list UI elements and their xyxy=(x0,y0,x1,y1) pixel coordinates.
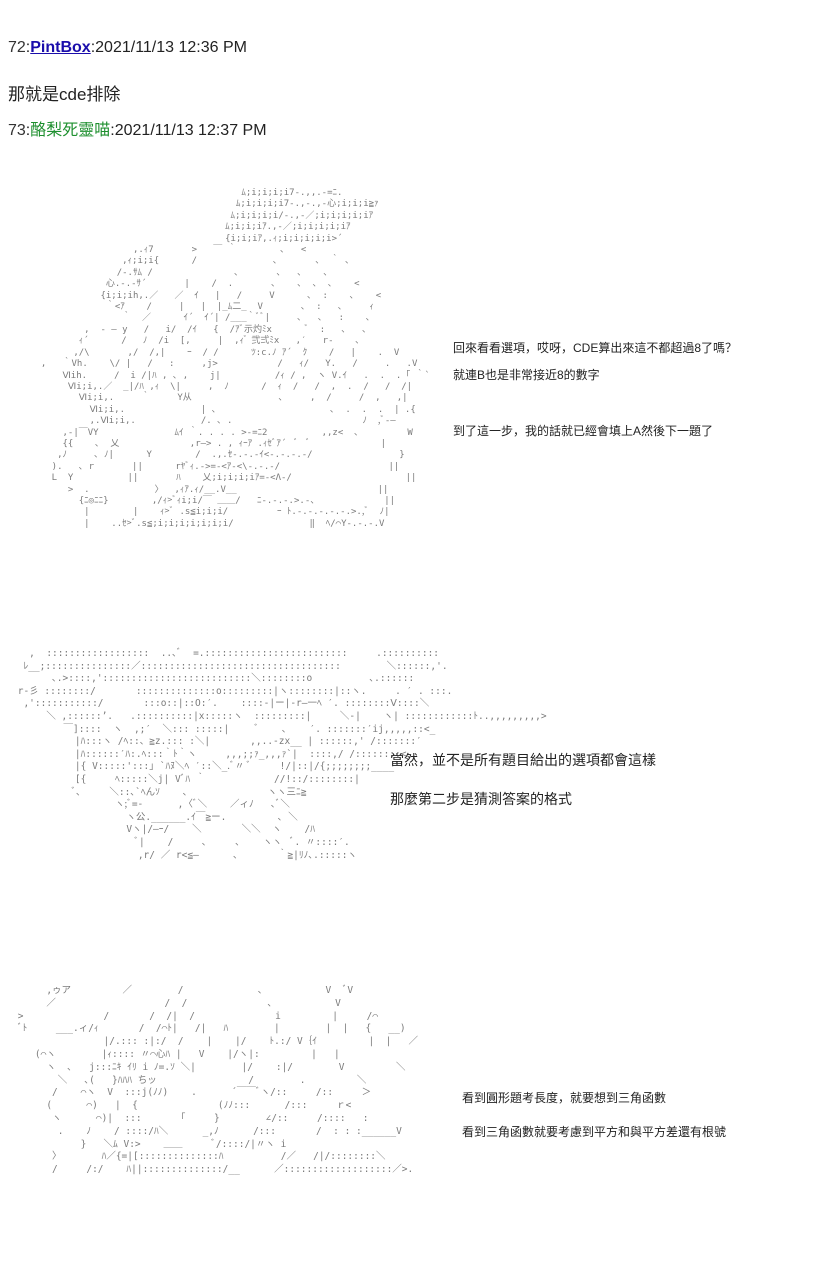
scene-2-line-2: 那麼第二步是猜測答案的格式 xyxy=(390,791,572,807)
scene-1-line-3: 到了這一步，我的話就已經會填上A然後下一題了 xyxy=(453,424,714,438)
post-body-72: 那就是cde排除 xyxy=(8,85,121,104)
scene-3-line-1: 看到圓形題考長度，就要想到三角函數 xyxy=(462,1091,667,1105)
scene-1-line-1: 回來看看選項，哎呀，CDE算出來這不都超過8了嗎？ xyxy=(453,341,738,355)
post-number: 73 xyxy=(8,122,26,139)
poster-name: 酪梨死靈喵 xyxy=(30,122,111,139)
ascii-art-scene-2: , :::::::::::::::::: ..､ﾞ =.::::::::::::… xyxy=(17,648,547,861)
scene-2-line-1: 當然，並不是所有題目給出的選項都會這樣 xyxy=(390,752,656,768)
post-datetime: 2021/11/13 12:36 PM xyxy=(95,39,247,56)
post-number: 72 xyxy=(8,39,26,56)
ascii-art-scene-1: ﾑ;i;i;i;i7-.,,.-=ﾆ. ﾑ;i;i;i;i7-.,-.,-心;i… xyxy=(40,188,431,529)
scene-3-line-2: 看到三角函數就要考慮到平方和與平方差還有根號 xyxy=(462,1125,727,1139)
post-header-73: 73:酪梨死靈喵:2021/11/13 12:37 PM xyxy=(8,122,267,139)
post-datetime: 2021/11/13 12:37 PM xyxy=(114,122,267,139)
scene-1-line-2: 就連B也是非常接近8的數字 xyxy=(453,368,600,382)
post-header-72: 72:PintBox:2021/11/13 12:36 PM xyxy=(8,39,247,56)
poster-name-link[interactable]: PintBox xyxy=(30,39,91,56)
ascii-art-scene-3: ,ゥア ／ / ､ V ﾞV ／ / / ､ V > / / /| / i | … xyxy=(17,985,418,1176)
